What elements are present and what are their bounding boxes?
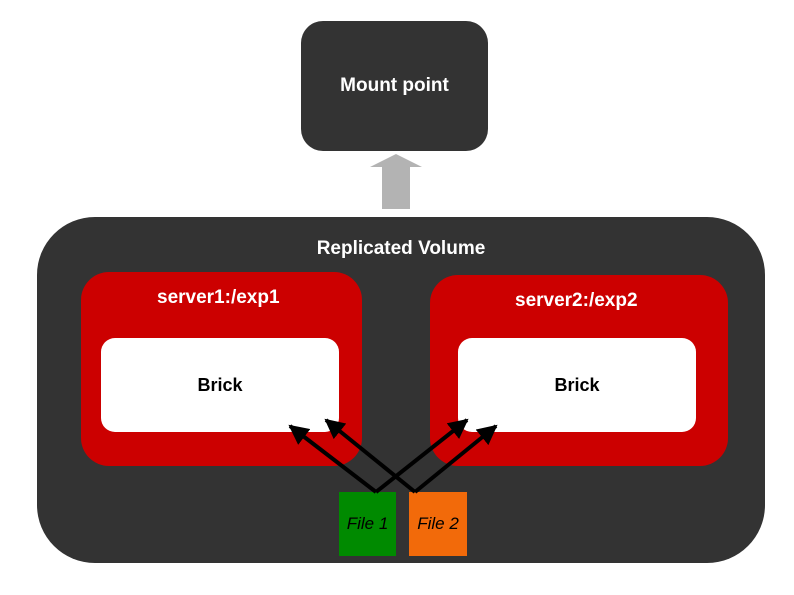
file2-box: File 2 [409, 492, 467, 556]
up-arrow-icon [370, 154, 422, 209]
file2-label: File 2 [417, 514, 459, 533]
server1-brick: Brick [101, 338, 339, 432]
server1-brick-label: Brick [197, 374, 243, 395]
mount-point-box: Mount point [301, 21, 488, 151]
server2-label: server2:/exp2 [515, 290, 638, 311]
server2-brick-label: Brick [554, 374, 600, 395]
file1-label: File 1 [346, 514, 389, 533]
server2-brick: Brick [458, 338, 696, 432]
server1-label: server1:/exp1 [157, 287, 280, 308]
mount-point-label: Mount point [340, 75, 449, 96]
file1-box: File 1 [339, 492, 396, 556]
volume-title: Replicated Volume [316, 238, 486, 259]
